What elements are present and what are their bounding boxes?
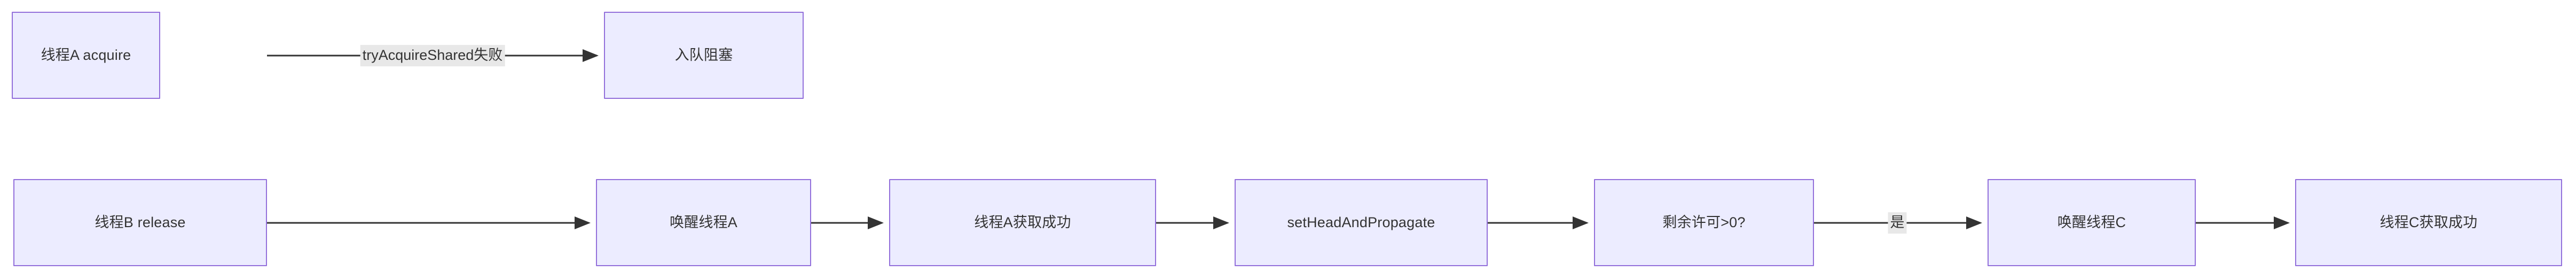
edge-label-text: 是: [1890, 214, 1905, 231]
node-threadC-success[interactable]: 线程C获取成功: [2295, 179, 2562, 266]
node-threadB-release[interactable]: 线程B release: [13, 179, 267, 266]
node-label: 剩余许可>0?: [1662, 214, 1746, 231]
node-set-head-and-propagate[interactable]: setHeadAndPropagate: [1235, 179, 1488, 266]
node-label: 入队阻塞: [674, 47, 733, 64]
node-label: 线程B release: [95, 214, 186, 231]
node-threadA-success[interactable]: 线程A获取成功: [889, 179, 1156, 266]
node-wake-threadC[interactable]: 唤醒线程C: [1988, 179, 2196, 266]
node-enqueue-block[interactable]: 入队阻塞: [604, 12, 804, 99]
node-label: 唤醒线程A: [669, 214, 737, 231]
edge-label-text: tryAcquireShared失败: [362, 47, 503, 64]
node-label: 线程A acquire: [41, 47, 131, 64]
node-label: 线程A获取成功: [974, 214, 1071, 231]
node-label: 唤醒线程C: [2057, 214, 2126, 231]
node-label: 线程C获取成功: [2379, 214, 2478, 231]
edge-label-try-acquire-shared-failed: tryAcquireShared失败: [360, 45, 505, 66]
edge-label-yes: 是: [1888, 212, 1907, 234]
node-threadA-acquire[interactable]: 线程A acquire: [12, 12, 160, 99]
node-label: setHeadAndPropagate: [1287, 214, 1435, 231]
node-permits-remaining[interactable]: 剩余许可>0?: [1594, 179, 1814, 266]
node-wake-threadA[interactable]: 唤醒线程A: [596, 179, 811, 266]
